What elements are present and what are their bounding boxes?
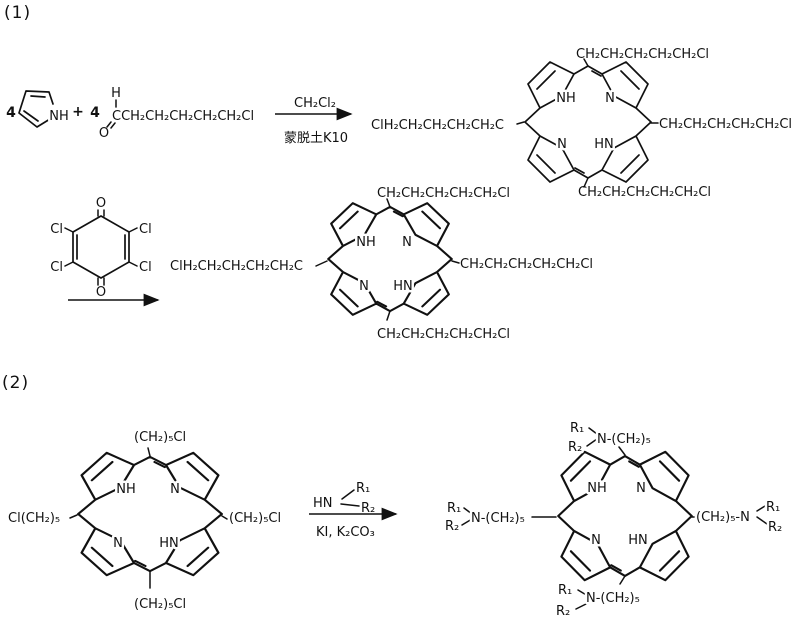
reaction-arrow-amination: HN R₁ R₂ KI, K₂CO₃ <box>309 481 398 540</box>
quinone-o-bottom-label: O <box>96 285 106 300</box>
pyrrole-ring <box>18 90 54 128</box>
chain-bottom: N-(CH₂)₅ <box>586 591 640 606</box>
reaction-arrow-step1: CH₂Cl₂ 蒙脱土K10 <box>275 96 353 146</box>
aldehyde-bonds <box>106 99 117 129</box>
ring-n-label: N <box>402 235 412 250</box>
porphyrin-macrocycle <box>327 202 453 316</box>
quinone-cl-br-label: Cl <box>139 260 152 275</box>
ring-n-label: N <box>557 137 567 152</box>
left-r2-label: R₂ <box>445 519 459 534</box>
chain-right: (CH₂)₅Cl <box>229 511 281 526</box>
chain-top: N-(CH₂)₅ <box>597 432 651 447</box>
chain-left: ClH₂CH₂CH₂CH₂CH₂C <box>170 259 303 274</box>
chain-bond-stubs <box>69 447 228 589</box>
aldehyde-o-label: O <box>99 126 109 141</box>
ring-n-label: N <box>113 536 123 551</box>
quinone-cl-tr-label: Cl <box>139 222 152 237</box>
bottom-r2-label: R₂ <box>556 604 570 617</box>
amine-r2-label: R₂ <box>361 501 375 516</box>
top-r2-label: R₂ <box>568 440 582 455</box>
porphyrin-macrocycle <box>557 450 693 582</box>
quinone-ring <box>72 215 130 279</box>
porphyrin-macrocycle <box>77 451 223 577</box>
aldehyde-chain-formula: CCH₂CH₂CH₂CH₂CH₂Cl <box>112 109 254 124</box>
catalyst-label: 蒙脱土K10 <box>284 131 348 146</box>
right-r1-label: R₁ <box>766 500 780 515</box>
chain-bond-stubs <box>516 58 659 188</box>
chain-right: (CH₂)₅-N <box>696 510 750 525</box>
chain-top: CH₂CH₂CH₂CH₂CH₂Cl <box>576 47 709 62</box>
ring-n-label: N <box>359 279 369 294</box>
chain-top: CH₂CH₂CH₂CH₂CH₂Cl <box>377 186 510 201</box>
ring-n-label: N <box>636 481 646 496</box>
ring-nh-label: NH <box>356 235 376 250</box>
top-r1-label: R₁ <box>570 421 584 436</box>
chain-bottom: CH₂CH₂CH₂CH₂CH₂Cl <box>377 327 510 342</box>
amine-r1-label: R₁ <box>356 481 370 496</box>
ring-hn-label: HN <box>594 137 614 152</box>
pyrrole-nh-label: NH <box>49 109 69 124</box>
solvent-label: CH₂Cl₂ <box>294 96 336 111</box>
pyrrole-molecule: NH <box>18 90 71 128</box>
amine-hn-label: HN <box>313 496 333 511</box>
quinone-o-top-label: O <box>96 196 106 211</box>
chain-left: Cl(CH₂)₅ <box>8 511 60 526</box>
ring-nh-label: NH <box>587 481 607 496</box>
porphyrin-macrocycle <box>524 61 652 183</box>
section-1-label: (1) <box>4 3 31 23</box>
amine-bonds <box>340 489 360 507</box>
chain-right: CH₂CH₂CH₂CH₂CH₂Cl <box>460 257 593 272</box>
chlorohexanal-molecule: H CCH₂CH₂CH₂CH₂CH₂Cl O <box>99 86 254 141</box>
ring-hn-label: HN <box>628 533 648 548</box>
chain-bond-stubs <box>315 198 460 321</box>
aminated-porphyrin-product: NH N N HN R₁ R₂ N-(CH₂)₅ R₁ R₂ N-(CH₂)₅ … <box>443 419 785 617</box>
section-2-label: (2) <box>2 373 29 393</box>
chloranil-molecule: O O Cl Cl Cl Cl <box>50 196 151 300</box>
ring-n-label: N <box>170 482 180 497</box>
quinone-cl-bl-label: Cl <box>50 260 63 275</box>
ring-n-label: N <box>591 533 601 548</box>
bottom-r1-label: R₁ <box>558 583 572 598</box>
chain-bottom: (CH₂)₅Cl <box>134 597 186 612</box>
quinone-cl-tl-label: Cl <box>50 222 63 237</box>
right-r2-label: R₂ <box>768 520 782 535</box>
chain-top: (CH₂)₅Cl <box>134 430 186 445</box>
chloropentyl-porphyrin-product: ClH₂CH₂CH₂CH₂CH₂C NH N N HN CH₂CH₂CH₂CH₂… <box>170 186 593 342</box>
ring-hn-label: HN <box>393 279 413 294</box>
ring-hn-label: HN <box>159 536 179 551</box>
chain-left: ClH₂CH₂CH₂CH₂CH₂C <box>371 118 504 133</box>
quinone-bonds <box>64 209 138 286</box>
pyrrole-coefficient: 4 <box>6 105 16 121</box>
conditions-label: KI, K₂CO₃ <box>316 525 375 540</box>
left-r1-label: R₁ <box>447 501 461 516</box>
amine-chain-bonds <box>461 427 768 610</box>
scheme2-reactant-porphyrin: NH N N HN (CH₂)₅Cl Cl(CH₂)₅ (CH₂)₅Cl (CH… <box>8 430 281 612</box>
ring-nh-label: NH <box>556 91 576 106</box>
aldehyde-coefficient: 4 <box>90 105 100 121</box>
chain-right: CH₂CH₂CH₂CH₂CH₂Cl <box>659 117 792 132</box>
ring-n-label: N <box>605 91 615 106</box>
chain-left: N-(CH₂)₅ <box>471 511 525 526</box>
plus-sign: + <box>72 104 84 120</box>
chain-bottom: CH₂CH₂CH₂CH₂CH₂Cl <box>578 185 711 200</box>
ring-nh-label: NH <box>116 482 136 497</box>
porphyrinogen-product: ClH₂CH₂CH₂CH₂CH₂C NH N N HN CH₂CH₂CH₂CH₂… <box>371 47 792 200</box>
aldehyde-h-label: H <box>111 86 121 101</box>
